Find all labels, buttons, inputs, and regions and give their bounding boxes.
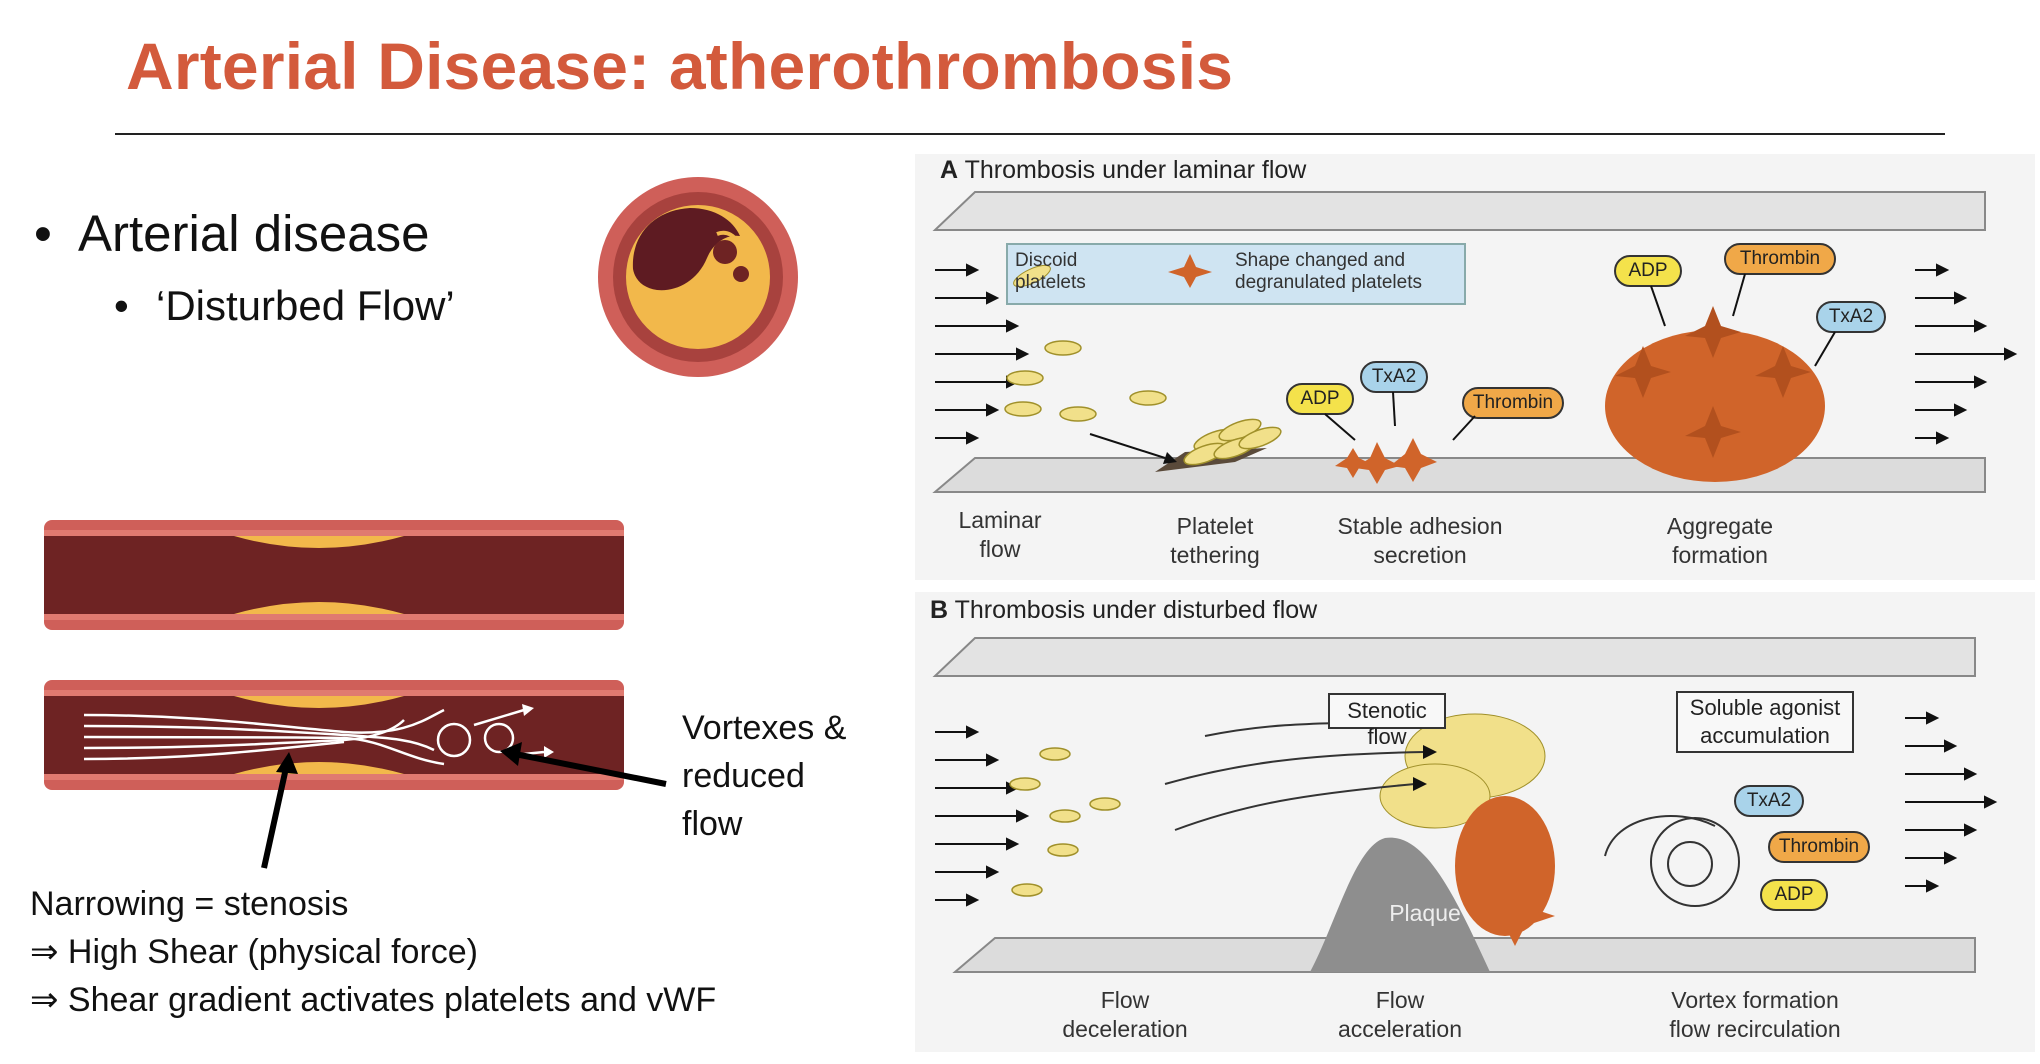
- stenosis-notes: Narrowing = stenosis ⇒ High Shear (physi…: [30, 880, 716, 1024]
- artery-cross-section-icon: [598, 177, 798, 377]
- agonist-txa2-b: TxA2: [1746, 790, 1792, 811]
- title-divider: [115, 133, 1945, 135]
- plaque-label: Plaque: [1389, 900, 1461, 926]
- stenosis-note-2: ⇒ High Shear (physical force): [30, 933, 478, 971]
- panel-a-drawing: [932, 191, 2018, 493]
- box-stenotic-flow: Stenotic flow: [1347, 698, 1427, 749]
- agonist-adp-a2: ADP: [1628, 260, 1668, 281]
- agonist-thrombin-a1: Thrombin: [1472, 392, 1554, 413]
- panel-a-title: A Thrombosis under laminar flow: [940, 156, 1307, 184]
- vortex-label: Vortexes & reduced flow: [682, 704, 846, 848]
- annotation-arrows: [261, 742, 667, 869]
- bullet-arterial-disease: •Arterial disease: [34, 205, 430, 262]
- agonist-txa2-a2: TxA2: [1828, 306, 1874, 327]
- vortex-label-line-2: reduced: [682, 757, 805, 795]
- agonist-thrombin-a2: Thrombin: [1739, 248, 1821, 269]
- panel-b-drawing: [932, 637, 1998, 973]
- stenosis-note-3: ⇒ Shear gradient activates platelets and…: [30, 981, 717, 1019]
- vortex-label-line-1: Vortexes &: [682, 709, 847, 747]
- stenosis-note-1: Narrowing = stenosis: [30, 885, 349, 923]
- agonist-txa2-a1: TxA2: [1371, 366, 1417, 387]
- vortex-label-line-3: flow: [682, 805, 743, 843]
- disturbed-flow-vessel-diagram: [44, 680, 624, 790]
- stenotic-vessel-diagram: [44, 520, 624, 630]
- agonist-adp-a1: ADP: [1300, 388, 1340, 409]
- panel-b-title: B Thrombosis under disturbed flow: [930, 596, 1318, 624]
- bullet-sub-text: ‘Disturbed Flow’: [156, 282, 455, 329]
- agonist-thrombin-b: Thrombin: [1778, 836, 1860, 857]
- agonist-adp-b: ADP: [1774, 884, 1814, 905]
- bullet-main-text: Arterial disease: [78, 205, 430, 262]
- slide-title: Arterial Disease: atherothrombosis: [126, 29, 1234, 103]
- bullet-disturbed-flow: •‘Disturbed Flow’: [114, 282, 455, 329]
